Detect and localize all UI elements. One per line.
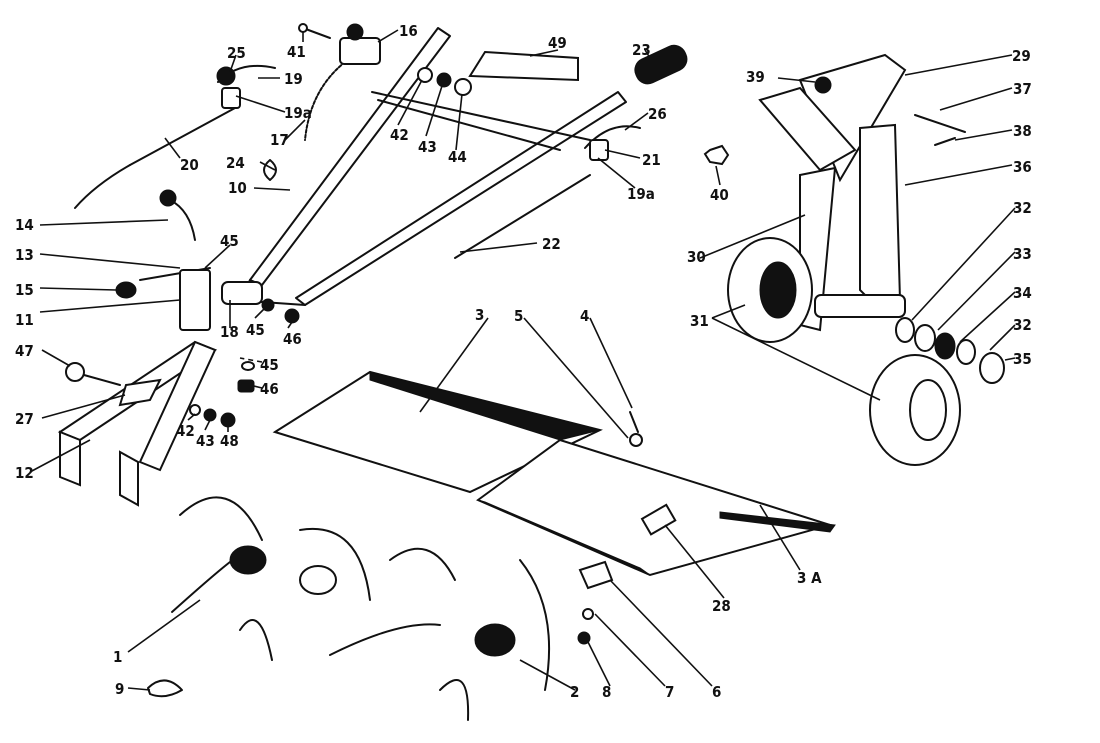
callout-22: 22	[542, 235, 561, 253]
callout-12: 12	[15, 464, 34, 482]
callout-28: 28	[712, 597, 731, 615]
throttle-cable	[304, 61, 346, 141]
cotter-pin	[934, 137, 956, 146]
callout-45: 45	[246, 321, 265, 339]
callout-20: 20	[180, 156, 199, 174]
shield-bracket	[577, 560, 614, 645]
tiller-frame	[57, 340, 218, 507]
callout-34: 34	[1013, 284, 1032, 302]
shield-bolt	[629, 411, 643, 447]
bolt-washer-set-upper	[417, 67, 472, 96]
callout-3a: 3 A	[797, 569, 822, 587]
callout-44: 44	[448, 148, 467, 166]
callout-42: 42	[390, 126, 409, 144]
callout-7: 7	[665, 683, 674, 701]
bolt-washer-set-lower	[189, 361, 255, 428]
clutch-lever-right	[584, 125, 641, 161]
callout-29: 29	[1012, 47, 1031, 65]
handle-bracket	[179, 269, 300, 331]
callout-48: 48	[220, 432, 239, 450]
callout-19: 19	[284, 70, 303, 88]
callout-27: 27	[15, 410, 34, 428]
callout-37: 37	[1013, 80, 1032, 98]
callout-25: 25	[227, 44, 246, 62]
callout-46: 46	[260, 380, 279, 398]
callout-36: 36	[1013, 158, 1032, 176]
control-rod-right	[454, 174, 591, 259]
callout-11: 11	[15, 311, 34, 329]
callout-32: 32	[1013, 316, 1032, 334]
cable-end	[74, 164, 131, 209]
callout-3: 3	[475, 306, 484, 324]
callout-6: 6	[712, 683, 721, 701]
knob	[115, 281, 137, 299]
callout-30: 30	[687, 248, 706, 266]
hex-nut	[703, 144, 730, 166]
control-rod-left	[129, 107, 236, 166]
callout-41: 41	[287, 43, 306, 61]
callout-9: 9	[115, 680, 124, 698]
callout-5: 5	[514, 307, 523, 325]
wheel-pin	[914, 114, 966, 133]
callout-19a: 19a	[627, 185, 655, 203]
clutch-lever-left	[216, 64, 276, 109]
tine-assembly-left	[171, 496, 371, 661]
decal	[468, 50, 579, 82]
callout-10: 10	[228, 179, 247, 197]
throttle-lever	[298, 23, 381, 65]
callout-17: 17	[270, 131, 289, 149]
callout-31: 31	[690, 312, 709, 330]
callout-32: 32	[1013, 199, 1032, 217]
eye-bolt	[65, 362, 121, 386]
callout-21: 21	[642, 151, 661, 169]
transport-wheel-upper	[727, 237, 813, 343]
callout-8: 8	[602, 683, 611, 701]
shift-lever	[159, 189, 196, 241]
callout-35: 35	[1013, 350, 1032, 368]
callout-38: 38	[1013, 122, 1032, 140]
tine-assembly-right	[329, 547, 551, 721]
leader-lines	[29, 29, 1016, 691]
tine-shield-left	[272, 370, 603, 494]
callout-43: 43	[418, 138, 437, 156]
tine-shield-right	[476, 438, 836, 577]
callout-40: 40	[710, 186, 729, 204]
callout-19a: 19a	[284, 104, 312, 122]
callout-14: 14	[15, 216, 34, 234]
callout-2: 2	[570, 683, 579, 701]
callout-45: 45	[220, 232, 239, 250]
callout-42: 42	[176, 422, 195, 440]
callout-43: 43	[196, 432, 215, 450]
callout-45: 45	[260, 356, 279, 374]
callout-33: 33	[1013, 245, 1032, 263]
callout-49: 49	[548, 34, 567, 52]
callout-16: 16	[399, 22, 418, 40]
handle-grip	[634, 44, 688, 85]
callout-18: 18	[220, 323, 239, 341]
callout-39: 39	[746, 68, 765, 86]
callout-13: 13	[15, 246, 34, 264]
transport-wheel-lower	[869, 354, 961, 466]
wheel-bracket	[758, 53, 907, 332]
clip	[263, 159, 277, 181]
callout-23: 23	[632, 41, 651, 59]
callout-1: 1	[113, 648, 122, 666]
callout-47: 47	[15, 342, 34, 360]
callout-4: 4	[580, 307, 589, 325]
callout-15: 15	[15, 281, 34, 299]
callout-26: 26	[648, 105, 667, 123]
wheel-axle	[814, 294, 1005, 384]
hitch-pin	[147, 679, 183, 698]
callout-46: 46	[283, 330, 302, 348]
callout-24: 24	[226, 154, 245, 172]
